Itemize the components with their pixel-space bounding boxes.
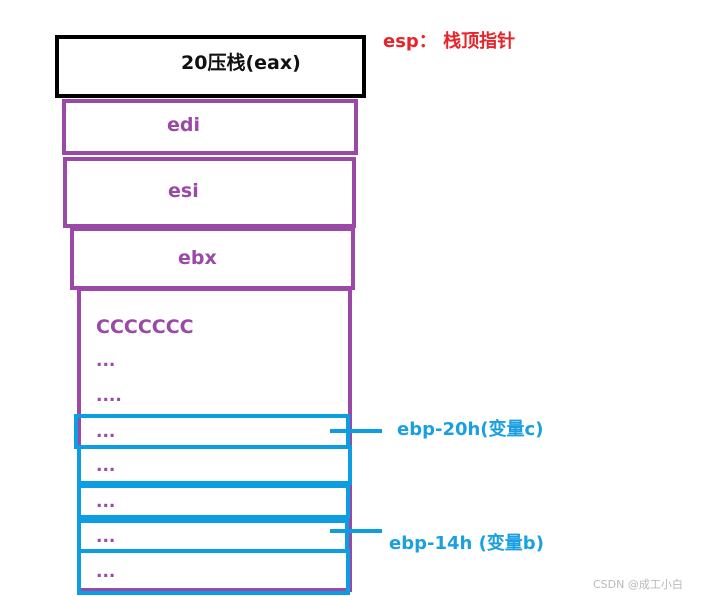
annotation-var-b: ebp-14h (变量b) [389,533,544,554]
slot-box-1 [74,414,350,449]
top-stack-box [55,35,366,98]
top-stack-label: 20压栈(eax) [181,52,301,74]
slot-box-4 [77,519,349,553]
locals-dots-2: .... [96,386,122,406]
slot-label-3: ... [96,492,116,512]
slot-box-3 [77,484,350,519]
register-label-edi: edi [167,114,200,136]
slot-label-5: ... [96,562,116,582]
annotation-var-c: ebp-20h(变量c) [397,419,544,440]
register-label-ebx: ebx [178,247,217,269]
slot-box-5 [77,549,350,595]
slot-label-4: ... [96,527,116,547]
locals-dots-1: ... [96,351,116,371]
esp-label: esp： 栈顶指针 [383,31,516,52]
register-box-esi [63,157,356,228]
slot-label-2: ... [96,456,116,476]
register-box-edi [62,99,358,155]
watermark: CSDN @成工小白 [593,578,683,591]
slot-box-2 [77,445,352,485]
register-label-esi: esi [168,180,199,202]
pointer-line-var-b [330,529,382,533]
locals-area-box [77,287,352,592]
slot-label-1: ... [96,422,116,442]
locals-fill-label: CCCCCCC [96,316,194,338]
pointer-line-var-c [330,429,382,433]
